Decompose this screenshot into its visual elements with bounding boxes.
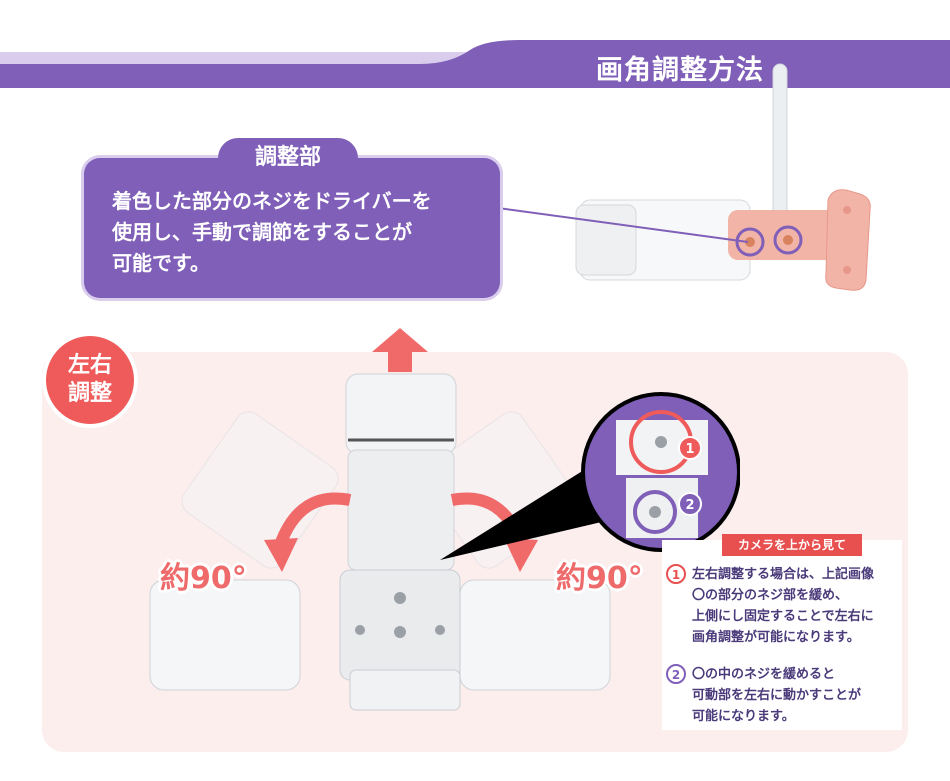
left-right-badge: 左右 調整	[46, 336, 134, 424]
zoom-label-1: 1	[685, 442, 694, 457]
adjust-part-callout	[84, 158, 500, 298]
step-line: 上側にし固定することで左右に	[692, 609, 874, 624]
angle-right-label: 約90°	[556, 561, 643, 596]
step-line: 可動部を左右に動かすことが	[692, 688, 862, 703]
step-line: 可能になります。	[692, 709, 795, 724]
step-line: 画角調整が可能になります。	[692, 630, 860, 645]
up-arrow-icon	[372, 328, 428, 372]
step-number-1: 1	[666, 564, 686, 584]
description-line: 着色した部分のネジをドライバーを	[112, 189, 432, 213]
zoom-inset: 1 2	[440, 392, 740, 560]
description-line: 可能です。	[112, 251, 210, 275]
angle-left-label: 約90°	[160, 561, 247, 596]
header-banner	[0, 40, 950, 88]
adjust-part-description: 着色した部分のネジをドライバーを 使用し、手動で調節をすることが 可能です。	[112, 186, 492, 279]
step-line: 左右調整する場合は、上記画像	[692, 567, 875, 582]
badge-line: 左右	[67, 353, 112, 378]
step-line: 〇の中のネジを緩めると	[692, 667, 836, 682]
step-line: 〇の部分のネジ部を緩め、	[692, 588, 849, 603]
badge-line: 調整	[67, 381, 112, 406]
step-number-2: 2	[666, 664, 686, 684]
instructions-heading: カメラを上から見て	[722, 534, 862, 556]
adjust-part-label: 調整部	[218, 138, 358, 180]
instructions-box	[662, 540, 902, 730]
page-title: 画角調整方法	[596, 55, 764, 86]
description-line: 使用し、手動で調節をすることが	[112, 220, 412, 244]
zoom-label-2: 2	[685, 498, 694, 513]
camera-side-illustration	[575, 63, 871, 291]
